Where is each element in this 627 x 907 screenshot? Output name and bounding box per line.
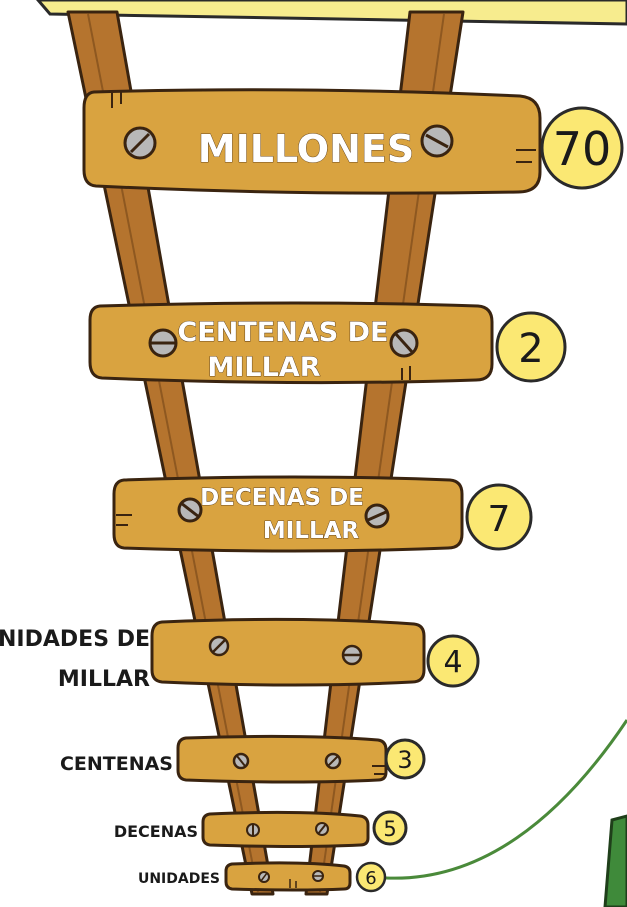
rung-label-line1: CENTENAS DE: [178, 317, 389, 348]
plank: [226, 863, 350, 890]
value-number: 4: [443, 645, 462, 680]
value-circle: 2: [497, 313, 565, 381]
rung-millones: MILLONES 70: [84, 90, 622, 193]
screw-icon: [366, 505, 388, 527]
rung-label: MILLONES: [198, 127, 414, 171]
plank: [152, 619, 424, 685]
rung-label: UNIDADES: [138, 871, 220, 887]
value-number: 6: [365, 868, 376, 889]
rung-label-line2: MILLAR: [58, 667, 150, 692]
value-number: 7: [488, 499, 511, 540]
rung-centenas: CENTENAS 3: [60, 736, 424, 782]
screw-icon: [326, 754, 340, 768]
value-circle: 7: [467, 485, 531, 549]
screw-icon: [179, 499, 201, 521]
screw-icon: [259, 872, 269, 882]
screw-icon: [316, 823, 328, 835]
rung-unidades-de-millar: UNIDADES DE MILLAR 4: [0, 619, 478, 692]
value-number: 5: [383, 817, 396, 841]
value-number: 2: [518, 326, 543, 372]
screw-icon: [313, 871, 323, 881]
value-circle: 3: [386, 740, 424, 778]
value-circle: 6: [357, 863, 385, 891]
value-circle: 5: [374, 812, 406, 844]
screw-icon: [422, 126, 452, 156]
value-circle: 70: [542, 108, 622, 188]
rung-decenas-de-millar: DECENAS DE MILLAR 7: [114, 477, 531, 551]
rung-centenas-de-millar: CENTENAS DE MILLAR 2: [90, 303, 565, 383]
top-banner: [38, 0, 627, 24]
connector-line: [386, 720, 627, 878]
rung-decenas: DECENAS 5: [114, 812, 406, 847]
value-number: 70: [553, 122, 612, 176]
green-card: [605, 816, 627, 907]
rung-label: DECENAS: [114, 822, 198, 841]
screw-icon: [125, 128, 155, 158]
rung-label-line2: MILLAR: [207, 352, 320, 383]
rung-label: CENTENAS: [60, 753, 173, 775]
rung-label-line2: MILLAR: [263, 518, 360, 544]
value-circle: 4: [428, 636, 478, 686]
screw-icon: [234, 754, 248, 768]
value-number: 3: [397, 746, 412, 774]
plank: [203, 812, 368, 846]
screw-icon: [150, 330, 176, 356]
rung-label-line1: DECENAS DE: [200, 485, 364, 511]
plank: [178, 736, 386, 782]
rung-label-line1: UNIDADES DE: [0, 627, 150, 652]
screw-icon: [391, 330, 417, 356]
rung-unidades: UNIDADES 6: [138, 863, 385, 891]
screw-icon: [210, 637, 228, 655]
screw-icon: [247, 824, 259, 836]
screw-icon: [343, 646, 361, 664]
